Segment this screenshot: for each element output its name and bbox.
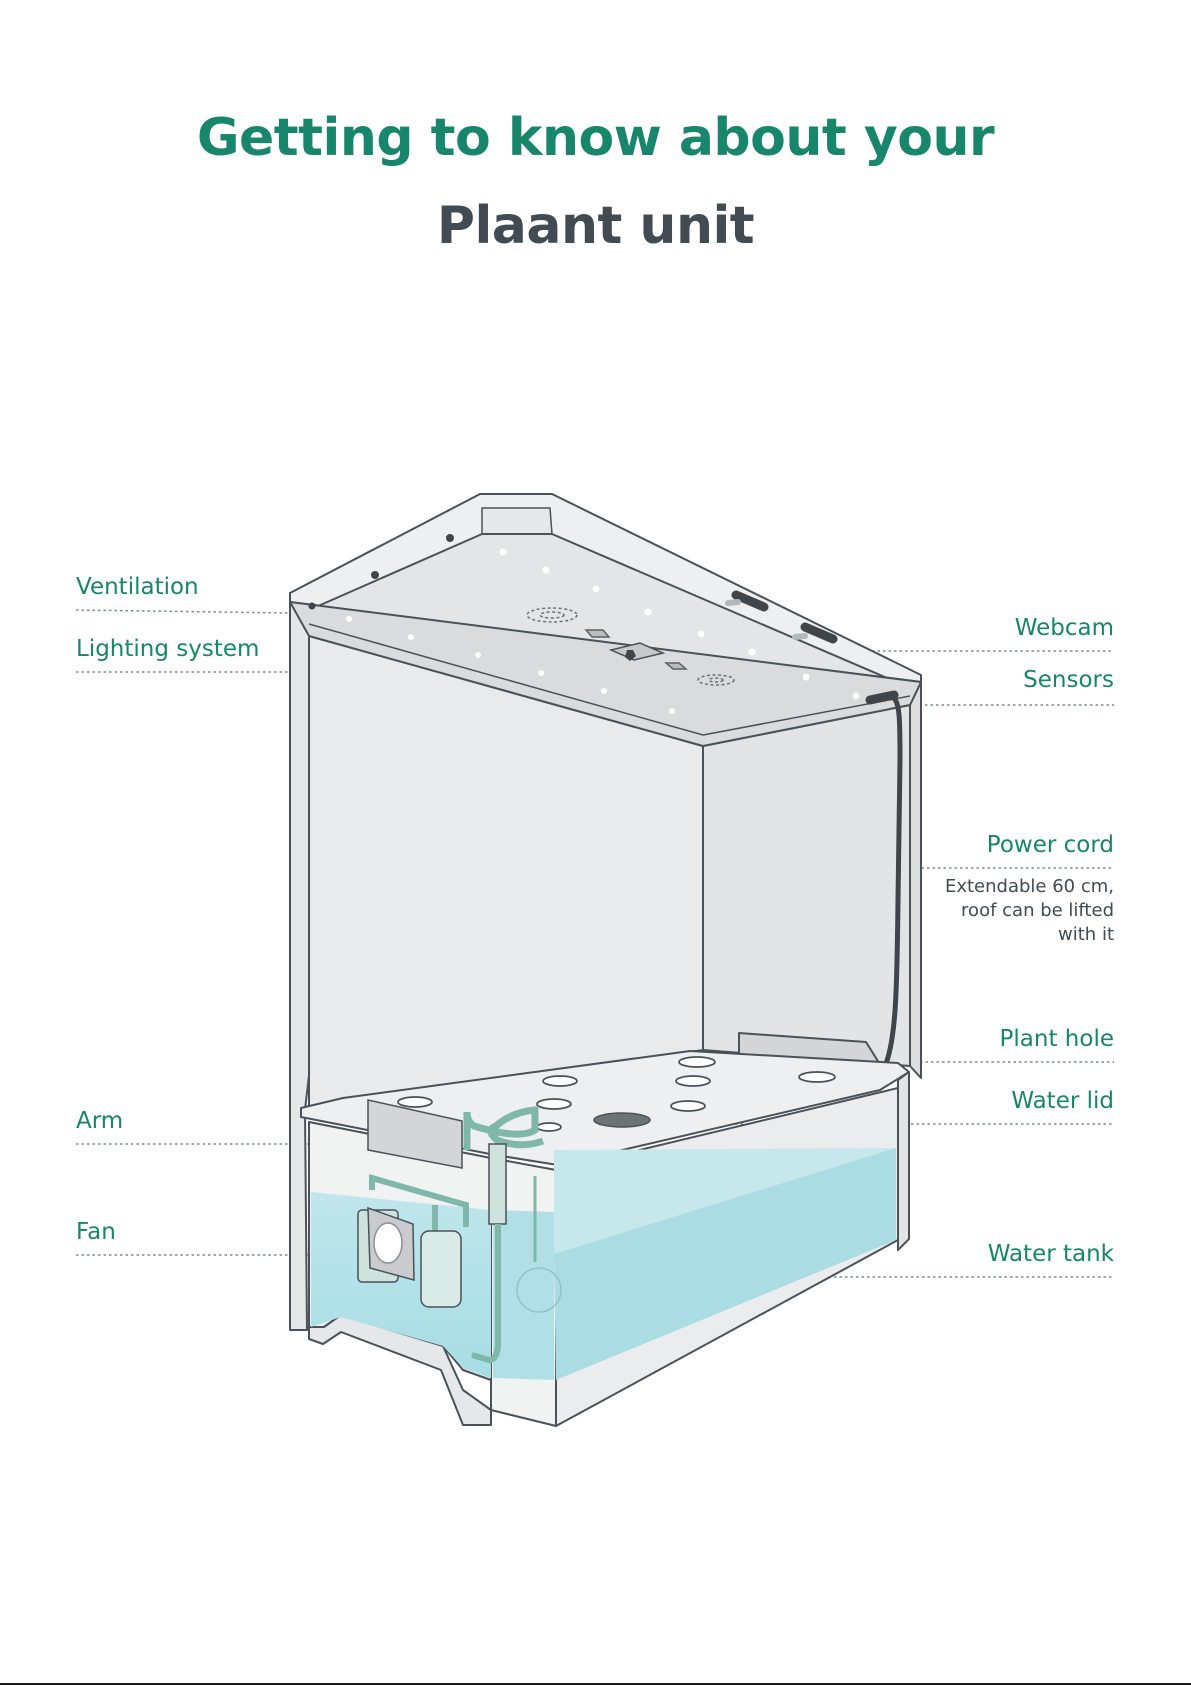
label-arm: Arm bbox=[76, 1108, 123, 1134]
label-sensors: Sensors bbox=[1023, 667, 1114, 693]
label-fan: Fan bbox=[76, 1219, 116, 1245]
label-water-lid: Water lid bbox=[1011, 1088, 1114, 1114]
power-cord-note-line: roof can be lifted bbox=[854, 899, 1114, 923]
pump-tank bbox=[421, 1231, 461, 1307]
roof-rim bbox=[482, 508, 552, 534]
power-cord-note-line: with it bbox=[854, 923, 1114, 947]
arm-column bbox=[489, 1144, 506, 1224]
label-lighting-system: Lighting system bbox=[76, 636, 259, 662]
left-panel bbox=[290, 593, 309, 1330]
label-water-tank: Water tank bbox=[988, 1241, 1114, 1267]
power-cord-note: Extendable 60 cm, roof can be lifted wit… bbox=[854, 875, 1114, 947]
label-webcam: Webcam bbox=[1015, 615, 1114, 641]
water-front bbox=[493, 1210, 554, 1380]
label-plant-hole: Plant hole bbox=[1000, 1026, 1114, 1052]
label-power-cord: Power cord bbox=[987, 832, 1114, 858]
power-cord-note-line: Extendable 60 cm, bbox=[854, 875, 1114, 899]
label-ventilation: Ventilation bbox=[76, 574, 199, 600]
tank-right-frame bbox=[898, 1072, 909, 1250]
water-lid bbox=[594, 1113, 650, 1127]
